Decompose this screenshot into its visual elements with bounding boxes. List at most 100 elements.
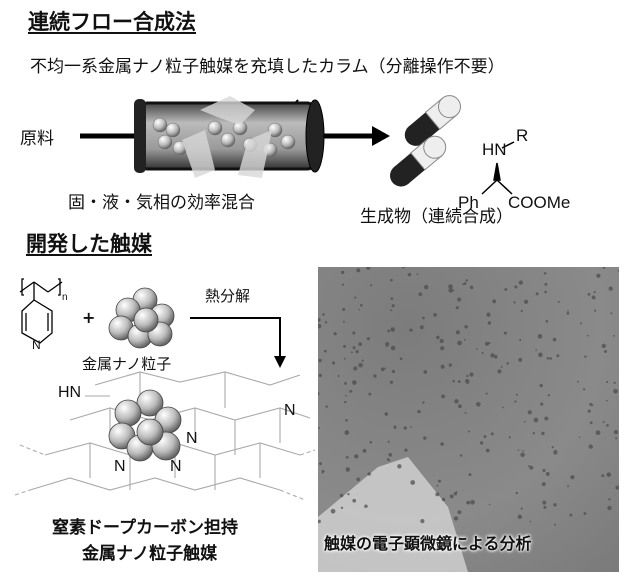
nanoparticle-dot bbox=[404, 448, 408, 452]
nanoparticle-dot bbox=[318, 358, 322, 363]
nanoparticle-dot bbox=[594, 309, 597, 312]
nanoparticle-dot bbox=[587, 409, 591, 413]
nanoparticle-dot bbox=[418, 292, 423, 297]
nanoparticle-dot bbox=[394, 427, 397, 430]
nanoparticle-dot bbox=[318, 392, 320, 396]
nanoparticle-dot bbox=[321, 471, 324, 474]
nanoparticle-dot bbox=[529, 520, 532, 523]
nanoparticle-dot bbox=[318, 519, 321, 524]
nanoparticle-dot bbox=[455, 491, 458, 494]
nanoparticle-dot bbox=[454, 399, 459, 404]
nanoparticle-dot bbox=[539, 383, 543, 388]
nanoparticle-dot bbox=[387, 329, 391, 333]
nanoparticle-dot bbox=[356, 477, 361, 482]
nanoparticle-dot bbox=[546, 356, 550, 360]
nanoparticle-dot bbox=[419, 325, 424, 330]
nanoparticle-dot bbox=[358, 308, 360, 311]
nanoparticle-dot bbox=[490, 353, 495, 358]
nanoparticle-dot bbox=[358, 362, 363, 368]
nanoparticle-dot bbox=[390, 297, 394, 301]
nanoparticle-dot bbox=[318, 323, 322, 329]
mixing-label: 固・液・気相の効率混合 bbox=[68, 193, 255, 213]
nanoparticle-dot bbox=[339, 493, 344, 498]
nanoparticle-dot bbox=[423, 436, 427, 440]
nanoparticle-dot bbox=[344, 430, 350, 435]
column-label: 不均一系金属ナノ粒子触媒を充填したカラム（分離操作不要） bbox=[30, 57, 505, 77]
nanoparticle-dot bbox=[554, 523, 556, 526]
nanoparticle-dot bbox=[605, 399, 608, 402]
nanoparticle-dot bbox=[503, 331, 507, 335]
nanoparticle-dot bbox=[352, 346, 356, 350]
nanoparticle-dot bbox=[588, 444, 593, 449]
nanoparticle-dot bbox=[433, 312, 437, 317]
nanoparticle-dot bbox=[373, 374, 377, 378]
nanoparticle-dot bbox=[493, 354, 498, 359]
nanoparticle-dot bbox=[352, 331, 356, 335]
nanoparticle-dot bbox=[518, 357, 523, 362]
nanoparticle-dot bbox=[436, 484, 439, 487]
nanoparticle-dot bbox=[387, 440, 390, 443]
nanoparticle-dot bbox=[410, 480, 416, 485]
polymer-n: N bbox=[32, 338, 41, 352]
nanoparticle-dot bbox=[391, 369, 396, 374]
nanoparticle-dot bbox=[615, 437, 618, 440]
nanoparticle-dot bbox=[518, 280, 524, 285]
nanoparticle-dot bbox=[452, 379, 455, 383]
nanoparticle-dot bbox=[449, 494, 454, 499]
nanoparticle-dot bbox=[356, 268, 361, 273]
nanoparticle-dot bbox=[463, 338, 466, 341]
nanoparticle-dot bbox=[347, 493, 350, 496]
nanoparticle-dot bbox=[542, 468, 546, 473]
nanoparticle-dot bbox=[370, 284, 373, 287]
nanoparticle-dot bbox=[340, 270, 345, 275]
nanoparticle-dot bbox=[522, 450, 524, 452]
nanoparticle-dot bbox=[529, 465, 534, 470]
catalyst-heading: 開発した触媒 bbox=[26, 232, 152, 256]
nanoparticle-dot bbox=[380, 367, 385, 372]
nanoparticle-dot bbox=[462, 283, 465, 286]
nanoparticle-dot bbox=[591, 295, 596, 300]
nanoparticle-dot bbox=[541, 431, 545, 436]
nanoparticle-dot bbox=[416, 273, 419, 276]
nanoparticle-dot bbox=[389, 309, 393, 312]
nanoparticle-dot bbox=[340, 506, 344, 510]
nanoparticle-dot bbox=[519, 338, 522, 342]
nanoparticle-dot bbox=[613, 381, 616, 385]
nanoparticle-dot bbox=[535, 349, 538, 352]
nanoparticle-dot bbox=[538, 352, 543, 358]
nanoparticle-dot bbox=[423, 284, 429, 290]
nanoparticle-dot bbox=[483, 435, 487, 439]
catalyst-caption-line1: 窒素ドープカーボン担持 bbox=[52, 518, 238, 538]
nanoparticle-dot bbox=[448, 284, 453, 289]
nanoparticle-dot bbox=[319, 462, 323, 466]
nanoparticle-dot bbox=[459, 454, 463, 457]
nanoparticle-dot bbox=[615, 485, 619, 490]
nanoparticle-dot bbox=[468, 473, 472, 477]
nanoparticle-dot bbox=[602, 420, 605, 423]
nanoparticle-dot bbox=[502, 406, 504, 409]
molecule-ester: COOMe bbox=[508, 193, 571, 212]
nanoparticle-dot bbox=[353, 366, 358, 371]
nanoparticle-dot bbox=[523, 420, 526, 423]
nanoparticle-dot bbox=[582, 388, 586, 391]
nanoparticle-dot bbox=[488, 341, 491, 344]
nanoparticle-dot bbox=[517, 449, 520, 452]
nanoparticle-dot bbox=[332, 361, 336, 365]
nanoparticle-dot bbox=[570, 475, 575, 480]
nanoparticle-dot bbox=[604, 349, 608, 353]
nanoparticle-dot bbox=[358, 342, 363, 347]
nanoparticle-dot bbox=[608, 498, 611, 501]
nanoparticle-dot bbox=[584, 355, 587, 358]
nanoparticle-dot bbox=[399, 357, 403, 361]
nanoparticle-dot bbox=[506, 362, 510, 365]
nanoparticle-dot bbox=[475, 401, 481, 407]
nanoparticle-dot bbox=[590, 403, 594, 407]
nanoparticle-dot bbox=[341, 283, 345, 286]
micrograph-caption: 触媒の電子顕微鏡による分析 bbox=[324, 534, 532, 553]
nanoparticle-dot bbox=[487, 321, 492, 325]
nanoparticle-dot bbox=[422, 401, 425, 404]
molecule-hn: HN bbox=[482, 140, 507, 159]
nanoparticle-dot bbox=[532, 431, 536, 435]
nanoparticle-dot bbox=[484, 341, 490, 346]
nanoparticle-dot bbox=[457, 380, 461, 384]
